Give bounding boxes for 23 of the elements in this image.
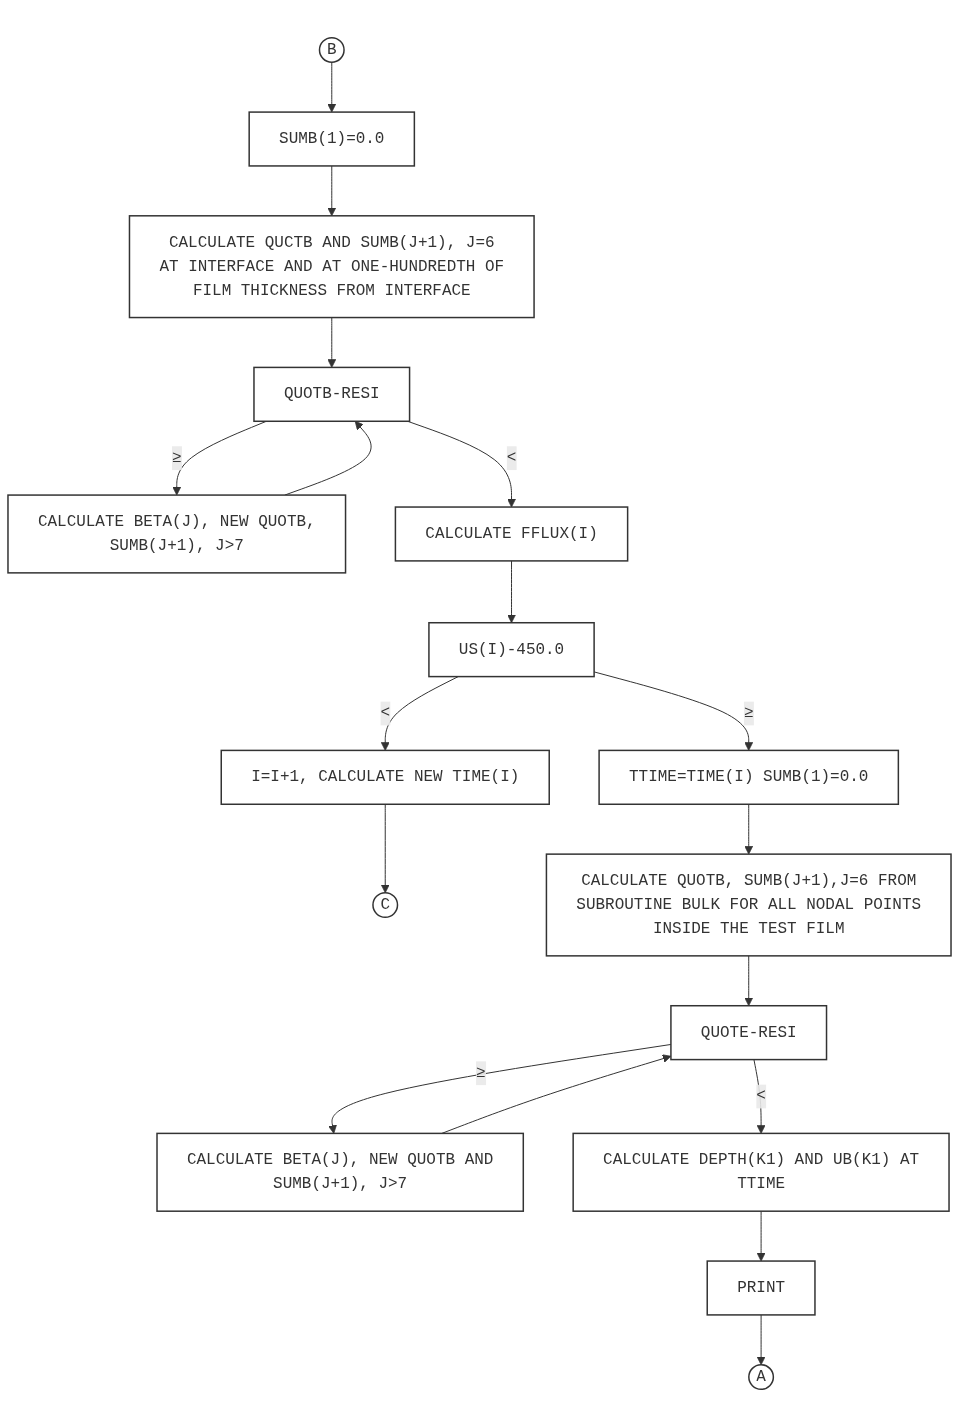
node-box: CALCULATE QUOTB, SUMB(J+1),J=6 FROM SUBROUTINE BULK FOR ALL NODAL POINTS INSIDE THE TEST FILM: [545, 853, 952, 957]
node-box: CALCULATE BETA(J), NEW QUOTB, SUMB(J+1), J>7: [7, 494, 347, 574]
node-circle: C: [372, 891, 399, 918]
node-box: QUOTB-RESI: [253, 366, 411, 422]
node-box: CALCULATE FFLUX(I): [394, 506, 629, 562]
edge-label: <: [380, 704, 391, 723]
node-box: PRINT: [706, 1260, 816, 1316]
node-circle: B: [318, 36, 345, 63]
node-box: I=I+1, CALCULATE NEW TIME(I): [220, 749, 550, 805]
edge-label: ≥: [171, 449, 182, 468]
node-box: CALCULATE DEPTH(K1) AND UB(K1) AT TTIME: [572, 1132, 950, 1212]
edge-label: ≥: [743, 704, 754, 723]
arrow: [753, 1059, 766, 1134]
node-box: SUMB(1)=0.0: [248, 111, 416, 167]
node-box: US(I)-450.0: [428, 622, 595, 678]
node-box: TTIME=TIME(I) SUMB(1)=0.0: [598, 749, 900, 805]
edge-label: <: [506, 449, 517, 468]
edge-label: ≥: [476, 1064, 486, 1083]
node-box: QUOTE-RESI: [670, 1005, 828, 1061]
node-circle: A: [748, 1364, 775, 1391]
node-box: CALCULATE BETA(J), NEW QUOTB AND SUMB(J+1), J>7: [156, 1132, 525, 1212]
node-box: CALCULATE QUCTB AND SUMB(J+1), J=6 AT INTERFACE AND AT ONE-HUNDREDTH OF FILM THICKNESS FROM INTERFACE: [128, 215, 535, 319]
edge-label: <: [756, 1087, 766, 1106]
